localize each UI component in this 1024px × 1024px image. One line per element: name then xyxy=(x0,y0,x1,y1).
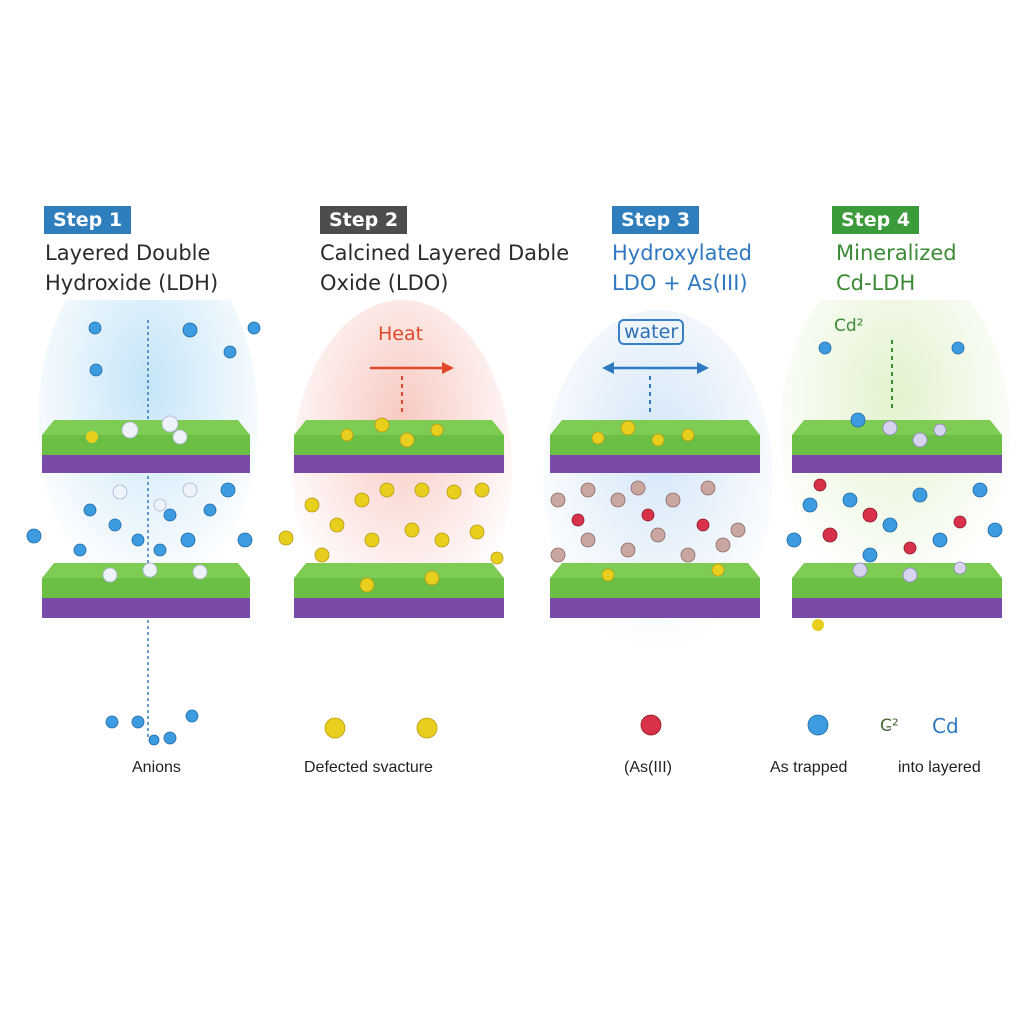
step-2-layer-diagram xyxy=(278,300,512,739)
anion-particles xyxy=(26,321,261,746)
step-3-caption: (As(III) xyxy=(624,759,672,776)
step-3-title-line1: Hydroxylated xyxy=(612,241,752,265)
heat-label: Heat xyxy=(378,323,424,345)
step-2-title-line1: Calcined Layered Dable xyxy=(320,241,570,265)
step-4-title-line1: Mineralized xyxy=(836,241,957,265)
step-1-badge: Step 1 xyxy=(44,206,132,234)
step-4-title: Mineralized Cd-LDH xyxy=(836,238,957,298)
step-3-panel: Step 3 Hydroxylated LDO + As(III) xyxy=(528,0,778,1024)
step-4-badge: Step 4 xyxy=(832,206,920,234)
legend-ion-symbol: C̵² xyxy=(880,716,899,736)
step-2-panel: Step 2 Calcined Layered Dable Oxide (LDO… xyxy=(272,0,569,1024)
step-4-caption-right: into layered xyxy=(898,759,981,776)
step-4-panel: Step 4 Mineralized Cd-LDH xyxy=(770,0,1020,1024)
upper-layer xyxy=(294,420,504,473)
upper-layer xyxy=(792,420,1002,473)
step-3-title-line2: LDO + As(III) xyxy=(612,271,748,295)
upper-layer xyxy=(42,420,250,473)
step-3-title: Hydroxylated LDO + As(III) xyxy=(612,238,752,298)
lower-layer xyxy=(294,563,504,618)
arsenic-particles xyxy=(550,480,746,563)
defect-particles xyxy=(278,417,504,739)
step-4-layer-diagram xyxy=(780,300,1010,736)
step-3-badge: Step 3 xyxy=(612,206,700,234)
step-4-title-line2: Cd-LDH xyxy=(836,271,916,295)
lower-layer xyxy=(792,563,1002,618)
step-4-caption-left: As trapped xyxy=(770,759,848,776)
cd-particles xyxy=(786,341,1003,736)
water-arrow xyxy=(602,362,709,412)
step-2-title: Calcined Layered Dable Oxide (LDO) xyxy=(320,238,569,298)
step-3-layer-diagram xyxy=(543,310,773,736)
upper-layer xyxy=(550,420,760,473)
step-1-title: Layered Double Hydroxide (LDH) xyxy=(45,238,218,298)
step-2-caption: Defected svacture xyxy=(304,759,433,776)
water-label: water xyxy=(618,319,685,345)
step-1-title-line2: Hydroxide (LDH) xyxy=(45,271,219,295)
legend-cd-symbol: Cd xyxy=(932,714,959,738)
step-2-title-line2: Oxide (LDO) xyxy=(320,271,449,295)
step-2-badge: Step 2 xyxy=(320,206,408,234)
step-1-layer-diagram xyxy=(26,300,261,746)
lower-layer xyxy=(550,563,760,618)
heat-arrow xyxy=(370,362,454,412)
step-1-title-line1: Layered Double xyxy=(45,241,211,265)
step-1-panel: Step 1 Layered Double Hydroxide (LDH) xyxy=(20,0,270,1024)
cd-ion-label: Cd² xyxy=(834,316,864,336)
step-1-caption: Anions xyxy=(132,759,181,776)
